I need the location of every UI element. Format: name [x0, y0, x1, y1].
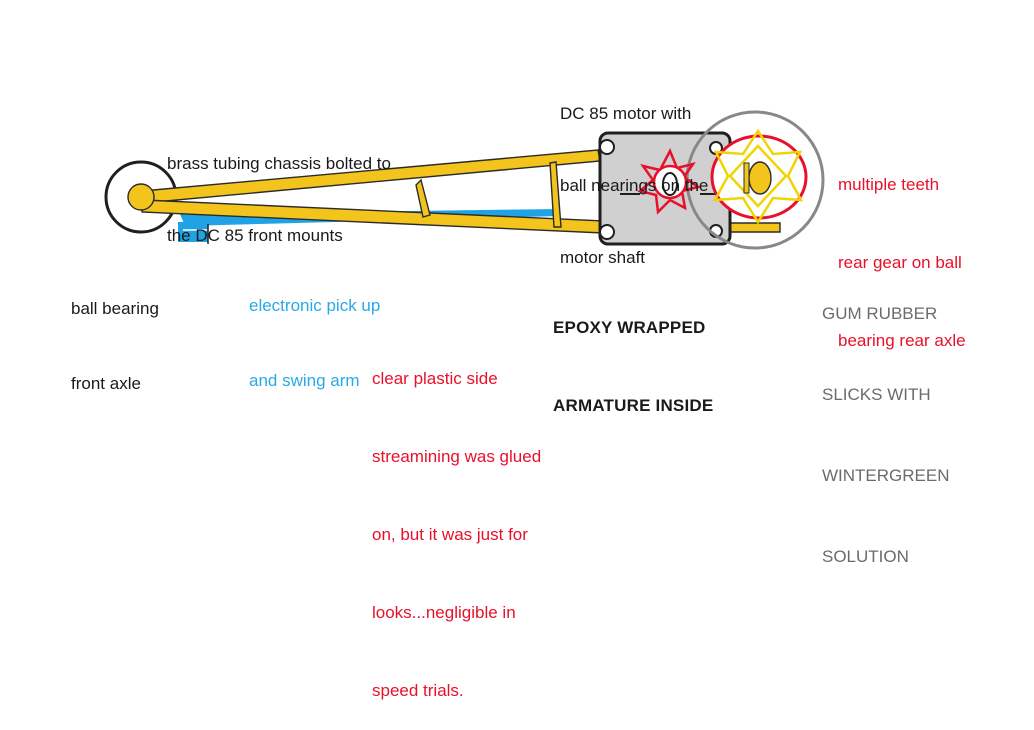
rear-gear-yellow — [712, 128, 804, 225]
tires-label: GUM RUBBER SLICKS WITH WINTERGREEN SOLUT… — [822, 246, 950, 597]
chassis — [141, 149, 781, 234]
rear-axle — [743, 161, 772, 195]
tires-label-line: SOLUTION — [822, 547, 909, 566]
pickup-label-line: electronic pick up — [249, 296, 381, 315]
slot-car-diagram — [104, 110, 825, 250]
armature-label: EPOXY WRAPPED ARMATURE INSIDE — [553, 263, 713, 445]
front-axle — [127, 183, 155, 211]
motor-label-line: DC 85 motor with — [560, 104, 692, 123]
pickup-label: electronic pick up and swing arm — [249, 243, 380, 418]
motor-label: DC 85 motor with ball nearings on the mo… — [560, 54, 708, 294]
motor-shaft — [662, 172, 678, 196]
rear-gear-label-line: multiple teeth — [838, 175, 940, 194]
streamlining-label-line: speed trials. — [372, 681, 464, 700]
chassis-label: brass tubing chassis bolted to the DC 85… — [167, 104, 391, 272]
streamlining-label-line: on, but it was just for — [372, 525, 528, 544]
armature-label-line: ARMATURE INSIDE — [553, 396, 714, 415]
tires-label-line: SLICKS WITH — [822, 385, 931, 404]
streamlining-label-line: streamining was glued — [372, 447, 542, 466]
chassis-label-line: the DC 85 front mounts — [167, 226, 343, 245]
front-axle-label: ball bearing front axle — [71, 246, 159, 421]
front-axle-label-line: ball bearing — [71, 299, 159, 318]
chassis-label-line: brass tubing chassis bolted to — [167, 154, 391, 173]
pickup-label-line: and swing arm — [249, 371, 360, 390]
rear-gear-label: multiple teeth rear gear on ball bearing… — [838, 120, 966, 380]
streamlining-label-line: clear plastic side — [372, 369, 498, 388]
rear-gear-label-line: rear gear on ball — [838, 253, 962, 272]
tires-label-line: WINTERGREEN — [822, 466, 950, 485]
streamlining-label: clear plastic side streamining was glued… — [372, 314, 541, 730]
motor-label-line: motor shaft — [560, 248, 646, 267]
rear-gear-label-line: bearing rear axle — [838, 331, 966, 350]
motor-label-line: ball nearings on the — [560, 176, 709, 195]
tires-label-line: GUM RUBBER — [822, 304, 938, 323]
front-axle-label-line: front axle — [71, 374, 141, 393]
armature-label-line: EPOXY WRAPPED — [553, 318, 706, 337]
streamlining-label-line: looks...negligible in — [372, 603, 516, 622]
